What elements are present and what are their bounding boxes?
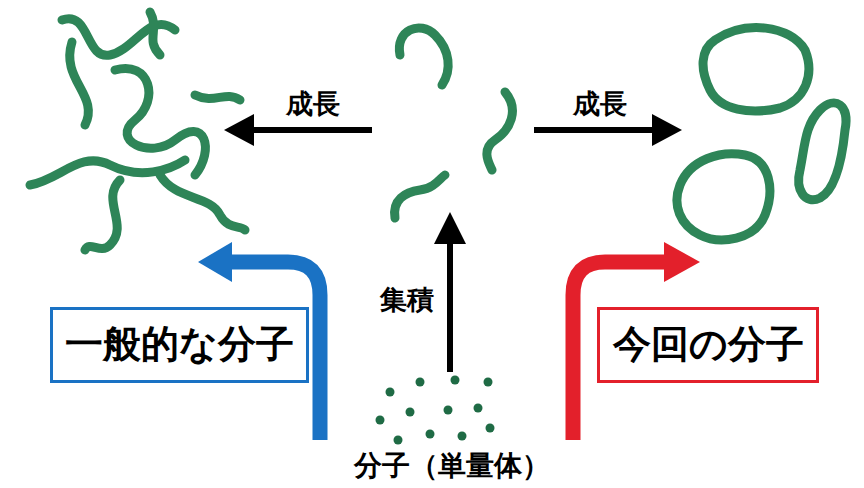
ring [677,154,770,240]
chain [70,42,89,125]
chain [487,92,513,170]
node-label: 今回の分子 [613,324,804,366]
monomer-dots [376,376,495,445]
monomer-label: 分子（単量体） [352,451,552,482]
chain [399,28,448,85]
ring [799,103,846,200]
chain [150,12,160,55]
ring [703,28,809,111]
chain [160,175,245,230]
red-arrowhead [664,242,700,282]
node-label: 一般的な分子 [65,324,294,366]
chain [115,68,205,175]
blue-arrowhead [198,242,232,282]
polymer-strands [30,12,846,250]
accumulation-label: 集積 [378,285,436,315]
red-box: 今回の分子 [597,307,819,383]
blue-box: 一般的な分子 [50,307,309,383]
chain [195,95,240,100]
growth-label: 成長 [571,89,629,119]
growth-label: 成長 [284,89,342,119]
chain [395,175,445,218]
chain [85,180,120,250]
